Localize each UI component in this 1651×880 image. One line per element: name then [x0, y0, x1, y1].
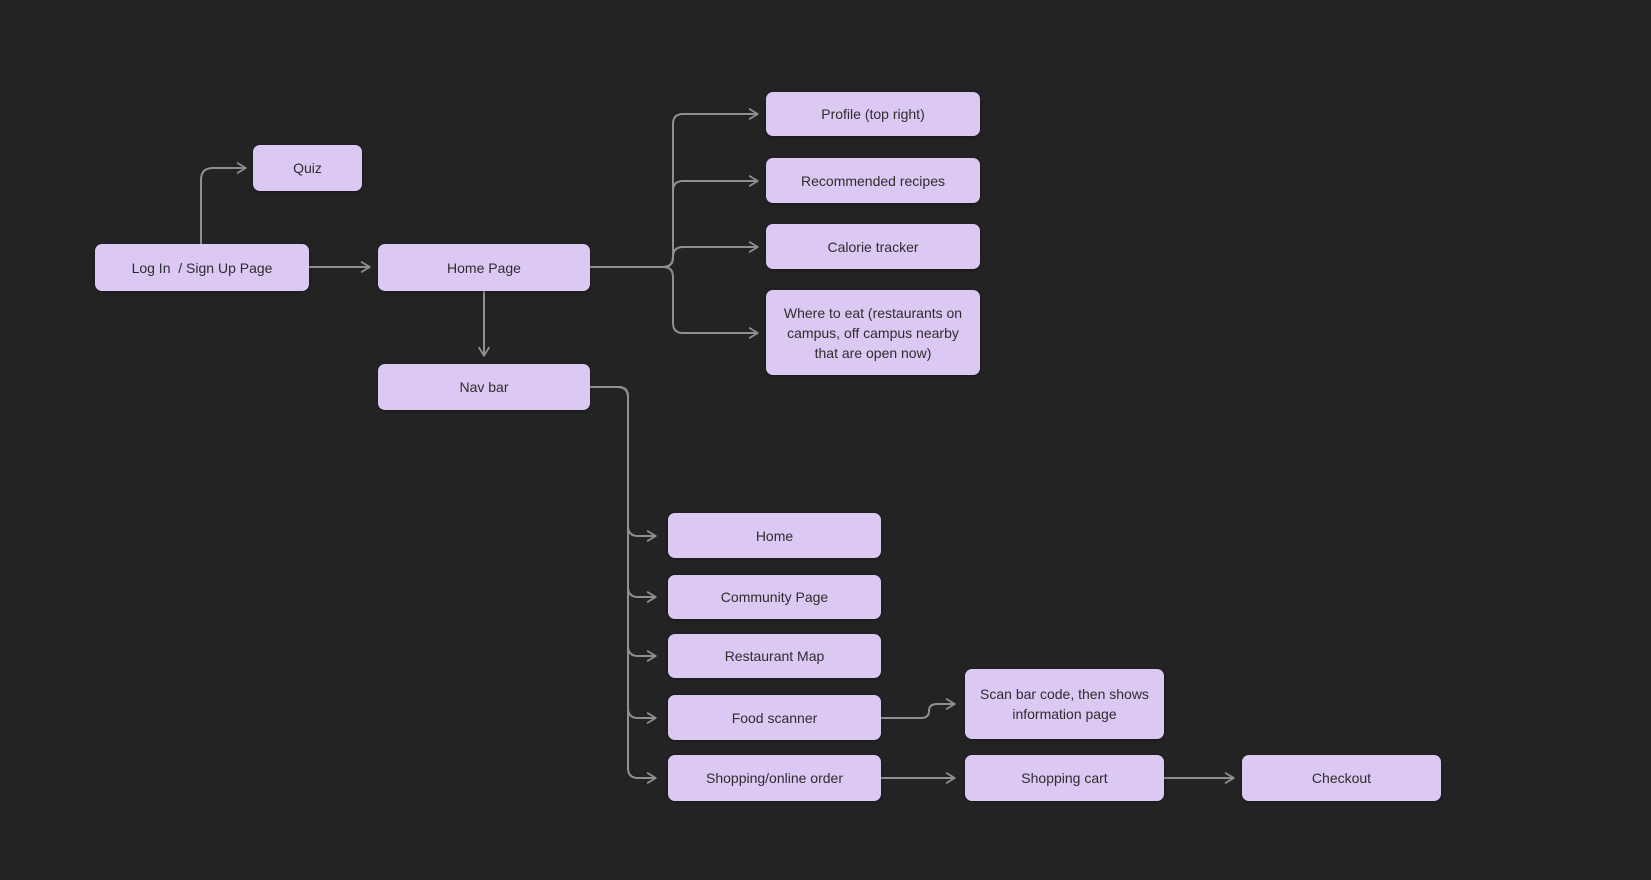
node-restaurant-map-label: Restaurant Map	[724, 648, 825, 664]
node-shopping-cart[interactable]: Shopping cart	[965, 755, 1164, 801]
node-shopping-cart-label: Shopping cart	[1021, 770, 1108, 786]
edge-food-scanner-scan-bar-code[interactable]	[880, 698, 956, 719]
node-food-scanner-label: Food scanner	[731, 709, 818, 726]
edge-nav-bar-food-scanner[interactable]	[589, 386, 657, 724]
edge-nav-bar-shopping-online-order[interactable]	[589, 386, 657, 784]
node-where-to-eat[interactable]: Where to eat (restaurants on campus, off…	[766, 290, 980, 375]
node-quiz[interactable]: Quiz	[253, 145, 362, 191]
node-food-scanner[interactable]: Food scanner	[668, 695, 881, 740]
node-home-label: Home	[755, 527, 794, 544]
node-nav-bar[interactable]: Nav bar	[378, 364, 590, 410]
node-calorie-tracker-label: Calorie tracker	[827, 238, 919, 255]
node-recommended-recipes[interactable]: Recommended recipes	[766, 158, 980, 203]
node-community-page-label: Community Page	[720, 589, 829, 605]
node-scan-bar-code-label: Scan bar code, then shows information pa…	[980, 686, 1153, 722]
node-calorie-tracker[interactable]: Calorie tracker	[766, 224, 980, 269]
node-scan-bar-code[interactable]: Scan bar code, then shows information pa…	[965, 669, 1164, 739]
node-login-signup-page[interactable]: Log In / Sign Up Page	[95, 244, 309, 291]
node-nav-bar-label: Nav bar	[459, 379, 509, 395]
node-profile[interactable]: Profile (top right)	[766, 92, 980, 136]
node-home-page[interactable]: Home Page	[378, 244, 590, 291]
node-shopping-online-order[interactable]: Shopping/online order	[668, 755, 881, 801]
node-login-signup-page-label: Log In / Sign Up Page	[131, 259, 273, 276]
edge-login-quiz[interactable]	[200, 162, 247, 245]
node-home-page-label: Home Page	[447, 259, 521, 276]
edge-home-page-where-to-eat[interactable]	[589, 266, 759, 339]
node-quiz-label: Quiz	[293, 160, 322, 176]
node-recommended-recipes-label: Recommended recipes	[801, 172, 945, 189]
edge-nav-bar-home[interactable]	[589, 386, 657, 542]
node-profile-label: Profile (top right)	[821, 106, 925, 122]
node-community-page[interactable]: Community Page	[668, 575, 881, 619]
node-restaurant-map[interactable]: Restaurant Map	[668, 634, 881, 678]
node-home[interactable]: Home	[668, 513, 881, 558]
node-checkout-label: Checkout	[1311, 770, 1372, 786]
node-checkout[interactable]: Checkout	[1242, 755, 1441, 801]
node-shopping-online-order-label: Shopping/online order	[706, 770, 843, 786]
node-where-to-eat-label: Where to eat (restaurants on campus, off…	[783, 304, 966, 361]
edge-nav-bar-restaurant-map[interactable]	[589, 386, 657, 662]
edge-nav-bar-community-page[interactable]	[589, 386, 657, 603]
